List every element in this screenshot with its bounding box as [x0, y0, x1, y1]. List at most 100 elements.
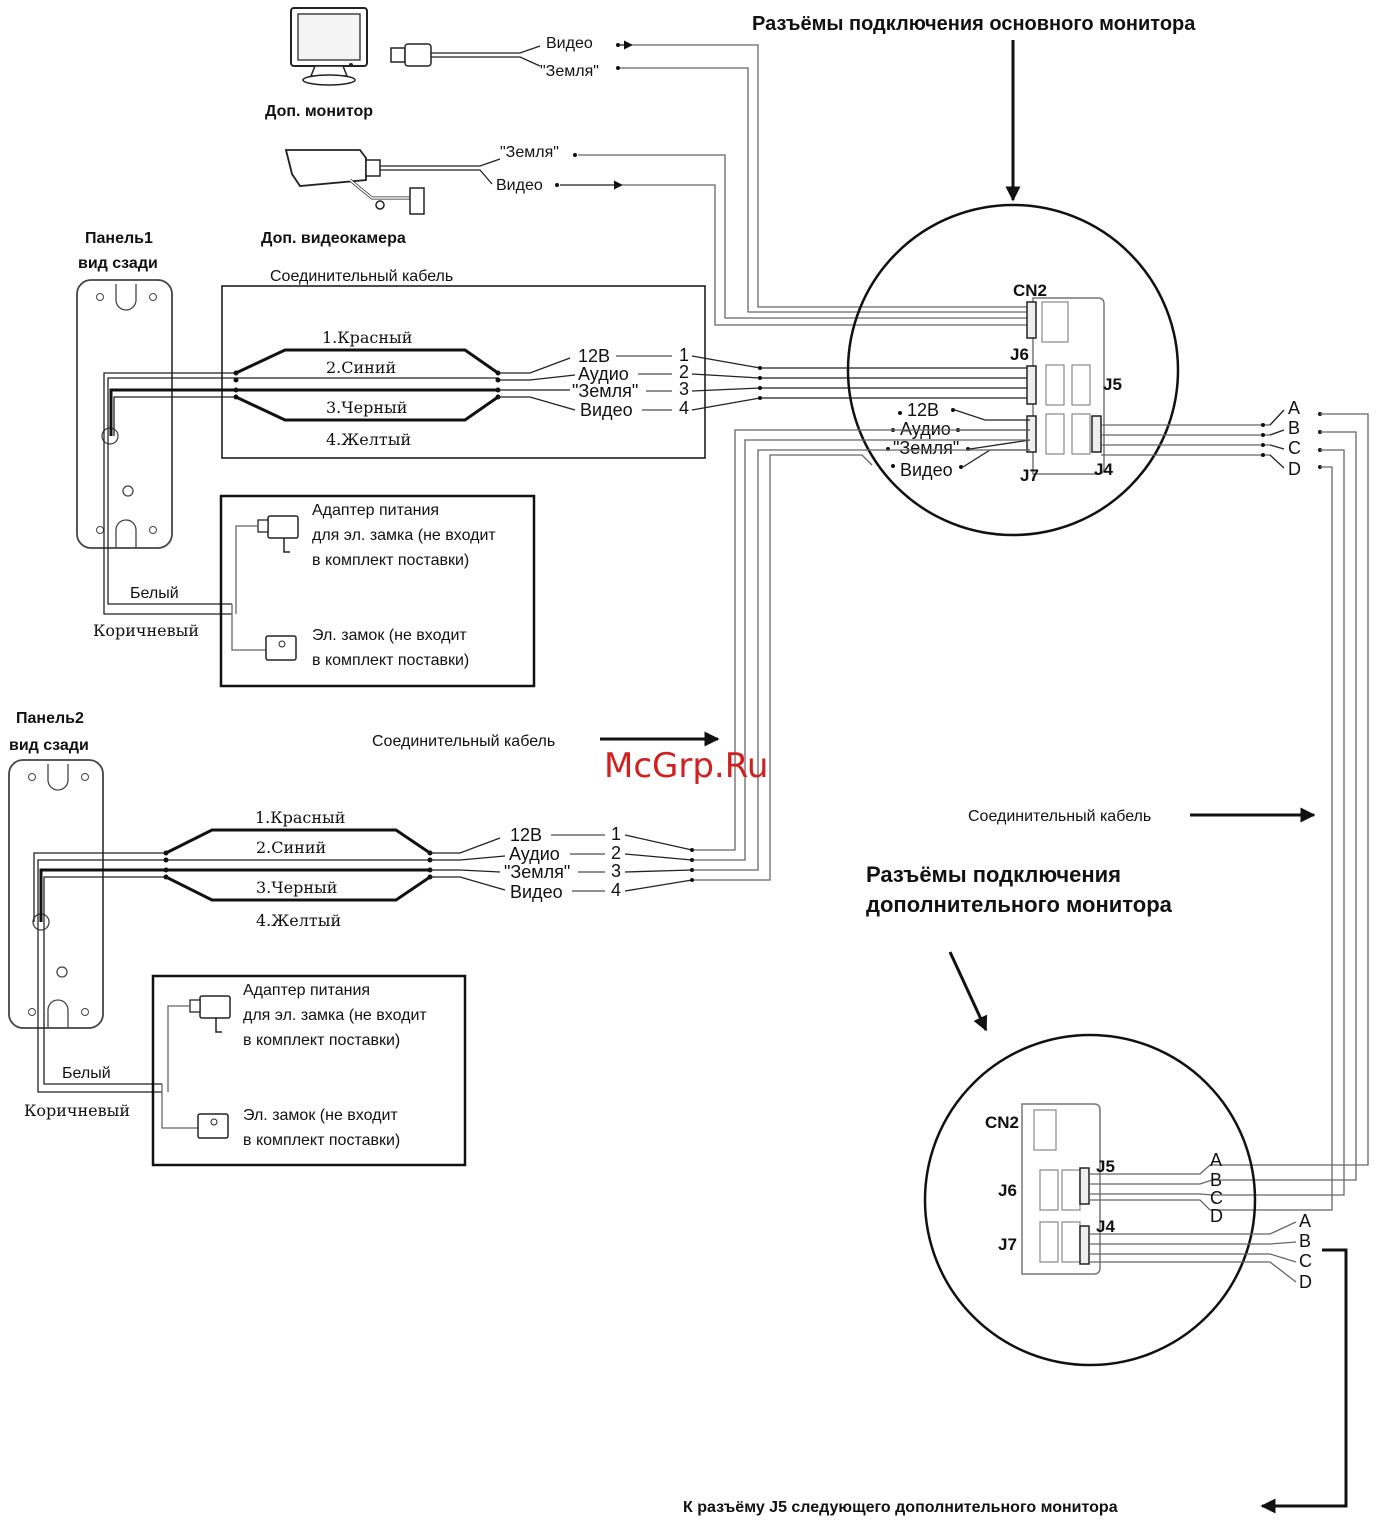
extra-cn2-label: CN2 [985, 1113, 1019, 1132]
lock-label-1-line1: Эл. замок (не входит [312, 627, 467, 644]
extra-monitor-heading-line2: дополнительного монитора [866, 892, 1173, 917]
panel1-back-view [76, 279, 173, 549]
lock-label-2-line1: Эл. замок (не входит [243, 1107, 398, 1124]
wire-color-blue-1: 2.Синий [326, 358, 396, 377]
extra-j4-label: J4 [1096, 1217, 1115, 1236]
cable-bundle-1 [233, 348, 576, 422]
extra-j4-bus-c: C [1299, 1251, 1312, 1271]
main-j7-video: Видео [900, 460, 953, 480]
signal-12v-1: 12В [578, 346, 610, 366]
adapter-label-1-line3: в комплект поставки) [312, 552, 469, 569]
main-j7-audio: Аудио [900, 419, 951, 439]
adapter-label-1-line2: для эл. замка (не входит [312, 527, 496, 544]
cable-label-2: Соединительный кабель [372, 733, 555, 750]
main-j5-label: J5 [1103, 375, 1122, 394]
panel2-label-line2: вид сзади [9, 737, 89, 754]
extra-j6-label: J6 [998, 1181, 1017, 1200]
power-adapter-icon-2 [189, 995, 231, 1033]
signal-ground-2: "Земля" [504, 862, 570, 882]
lock-label-2-line2: в комплект поставки) [243, 1132, 400, 1149]
extra-monitor-zoom-circle [923, 1033, 1257, 1367]
main-bus-b: B [1288, 418, 1300, 438]
extra-j5-bus-d: D [1210, 1206, 1223, 1226]
pin-4-a: 4 [679, 398, 689, 418]
signal-audio-2: Аудио [509, 844, 560, 864]
main-j7-12v: 12В [907, 400, 939, 420]
cable-box-1 [221, 285, 706, 459]
adapter-label-2-line3: в комплект поставки) [243, 1032, 400, 1049]
next-monitor-label: К разъёму J5 следующего дополнительного … [683, 1499, 1118, 1516]
wire-color-red-1: 1.Красный [322, 328, 412, 347]
main-j6-label: J6 [1010, 345, 1029, 364]
pin-leaders-2 [551, 834, 605, 892]
lock-icon-1 [265, 635, 297, 661]
extra-monitor-heading-line1: Разъёмы подключения [866, 862, 1121, 887]
extra-j4-bus-b: B [1299, 1231, 1311, 1251]
signal-ground-1: "Земля" [572, 381, 638, 401]
pin-1-a: 1 [679, 345, 689, 365]
extra-monitor-arrow [948, 951, 988, 1032]
signal-video-1: Видео [580, 400, 633, 420]
extra-monitor-board [1021, 1103, 1101, 1275]
extra-j4-bus-d: D [1299, 1272, 1312, 1292]
camera-video-label: Видео [496, 177, 543, 194]
wire-color-black-2: 3.Черный [256, 878, 337, 897]
extra-j5-bus-b: B [1210, 1170, 1222, 1190]
extra-j5-bus-a: A [1210, 1150, 1222, 1170]
wire-color-yellow-1: 4.Желтый [326, 430, 411, 449]
next-monitor-arrow [1260, 1248, 1348, 1514]
main-monitor-zoom-circle [846, 203, 1180, 537]
main-monitor-board [1026, 297, 1105, 475]
main-j4-label: J4 [1094, 460, 1113, 479]
pin-leaders-1 [616, 355, 672, 411]
brown-wire-label-1: Коричневый [93, 621, 199, 640]
white-wire-label-1: Белый [130, 585, 179, 602]
power-adapter-icon-1 [257, 515, 299, 553]
adapter-label-1-line1: Адаптер питания [312, 502, 439, 519]
extra-j5-label: J5 [1096, 1157, 1115, 1176]
lock-box-2 [151, 974, 467, 1167]
panel1-label-line1: Панель1 [85, 230, 153, 247]
extra-j7-label: J7 [998, 1235, 1017, 1254]
extra-j4-bus-a: A [1299, 1211, 1311, 1231]
monitor-plug-icon [390, 43, 432, 67]
wire-color-yellow-2: 4.Желтый [256, 911, 341, 930]
panel1-label-line2: вид сзади [78, 255, 158, 272]
signal-video-2: Видео [510, 882, 563, 902]
extra-monitor-label: Доп. монитор [265, 103, 373, 120]
monitor-ground-label: "Земля" [540, 63, 599, 80]
extra-camera-label: Доп. видеокамера [261, 230, 406, 247]
pin-4-b: 4 [611, 880, 621, 900]
main-bus-d: D [1288, 459, 1301, 479]
pin-2-a: 2 [679, 362, 689, 382]
cable-label-3: Соединительный кабель [968, 808, 1151, 825]
cable-label-1: Соединительный кабель [270, 268, 453, 285]
camera-icon [284, 149, 425, 215]
main-cn2-label: CN2 [1013, 281, 1047, 300]
wire-color-blue-2: 2.Синий [256, 838, 326, 857]
monitor-video-label: Видео [546, 35, 593, 52]
white-wire-label-2: Белый [62, 1065, 111, 1082]
signal-12v-2: 12В [510, 825, 542, 845]
panel2-label-line1: Панель2 [16, 710, 84, 727]
main-monitor-heading: Разъёмы подключения основного монитора [752, 13, 1196, 35]
signal-audio-1: Аудио [578, 364, 629, 384]
pin-3-b: 3 [611, 861, 621, 881]
main-bus-c: C [1288, 438, 1301, 458]
camera-ground-label: "Земля" [500, 144, 559, 161]
pin-2-b: 2 [611, 843, 621, 863]
lock-label-1-line2: в комплект поставки) [312, 652, 469, 669]
watermark: McGrp.Ru [604, 746, 768, 786]
main-bus-a: A [1288, 398, 1300, 418]
brown-wire-label-2: Коричневый [24, 1101, 130, 1120]
main-j7-ground: "Земля" [893, 438, 959, 458]
lock-icon-2 [197, 1113, 229, 1139]
main-j7-label: J7 [1020, 466, 1039, 485]
wire-color-black-1: 3.Черный [326, 398, 407, 417]
pin-3-a: 3 [679, 379, 689, 399]
adapter-label-2-line1: Адаптер питания [243, 982, 370, 999]
cable-bundle-2 [163, 828, 506, 902]
panel2-back-view [8, 759, 104, 1029]
pin-1-b: 1 [611, 824, 621, 844]
